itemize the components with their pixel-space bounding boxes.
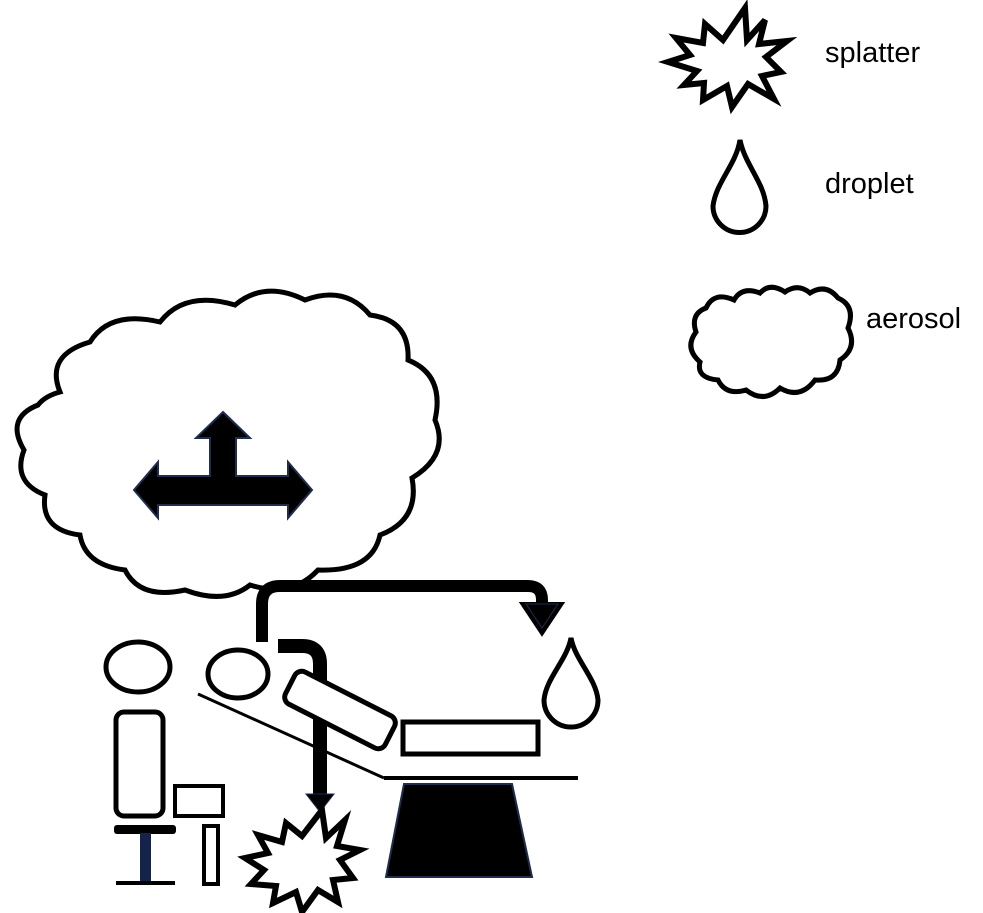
legend-label-droplet: droplet [825,168,914,200]
dispersion-arrow [132,410,314,521]
patient-torso [282,668,398,752]
droplet-path-arrow [256,580,566,642]
legend-label-splatter: splatter [825,37,921,69]
patient-head [205,647,271,701]
splatter-path-arrow [278,639,327,796]
splatter-arrow-head [304,793,336,813]
tray-stand [202,824,220,886]
patient-legs [400,719,541,757]
aerosol-icon [688,284,855,399]
dentist-body [113,709,166,819]
splatter-icon [657,0,798,115]
dentist-head [103,639,173,695]
droplet-icon [541,637,601,730]
droplet-arrow-head [525,603,559,629]
instrument-tray [173,784,225,818]
stool-seat [114,825,176,834]
splatter-icon [237,802,370,913]
chair-base [384,783,534,878]
legend-label-aerosol: aerosol [866,303,962,335]
droplet-icon [710,139,769,235]
chair-backrest [197,692,385,780]
stool-post [140,833,151,883]
